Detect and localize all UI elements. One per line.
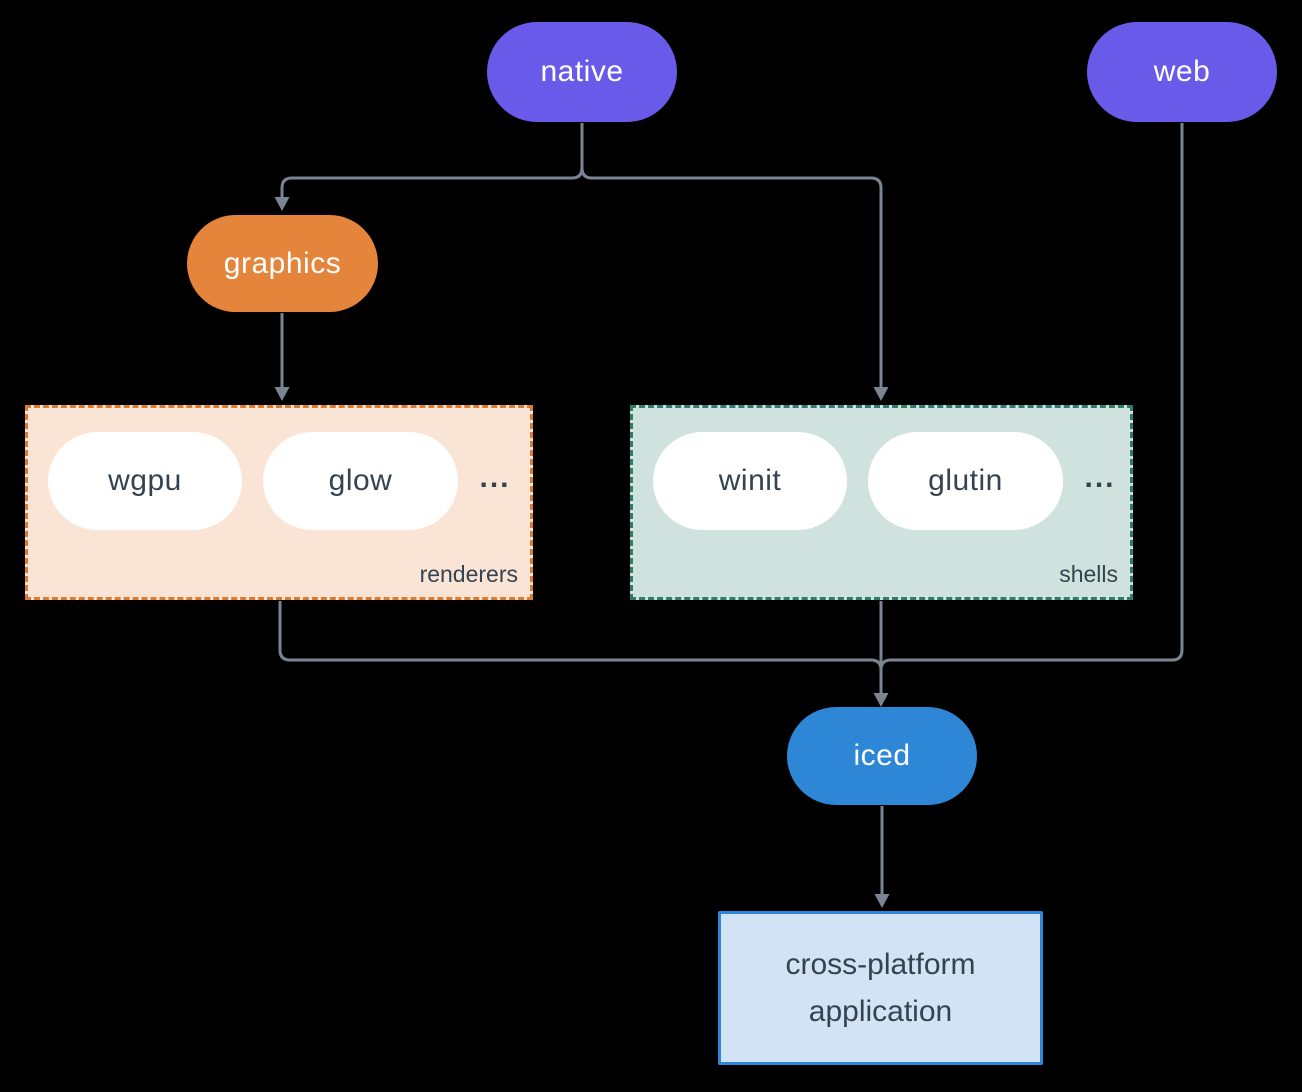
node-web: web (1087, 22, 1277, 122)
arrowhead-iced-icon (873, 693, 889, 707)
edge-renderers-to-iced (278, 601, 883, 671)
node-iced: iced (787, 707, 977, 805)
edge-native-to-graphics (280, 123, 584, 198)
node-cross-platform-application: cross-platform application (718, 911, 1043, 1065)
group-shells-label: shells (1059, 561, 1118, 587)
arrowhead-graphics-icon (274, 197, 290, 211)
arrowhead-shells-icon (873, 387, 889, 401)
app-label-line2: application (808, 995, 953, 1028)
node-winit-label: winit (718, 464, 782, 497)
node-graphics: graphics (187, 215, 378, 312)
renderers-ellipsis: ... (479, 461, 511, 494)
app-label-line1: cross-platform (785, 948, 976, 981)
node-glutin: glutin (868, 432, 1063, 530)
shells-ellipsis: ... (1084, 461, 1116, 494)
node-wgpu-label: wgpu (108, 464, 182, 497)
edge-native-to-shells (580, 123, 883, 388)
node-web-label: web (1153, 55, 1211, 88)
node-glow: glow (263, 432, 458, 530)
node-iced-label: iced (853, 739, 911, 772)
group-renderers: wgpu glow ... renderers (25, 405, 533, 600)
arrowhead-app-icon (874, 894, 890, 908)
node-wgpu: wgpu (48, 432, 242, 530)
node-glow-label: glow (328, 464, 393, 497)
node-native: native (487, 22, 677, 122)
node-graphics-label: graphics (223, 246, 342, 280)
node-glutin-label: glutin (928, 464, 1003, 497)
group-renderers-label: renderers (419, 561, 518, 587)
node-winit: winit (653, 432, 847, 530)
node-native-label: native (540, 55, 624, 88)
group-shells: winit glutin ... shells (630, 405, 1133, 600)
arrowhead-renderers-icon (274, 387, 290, 401)
